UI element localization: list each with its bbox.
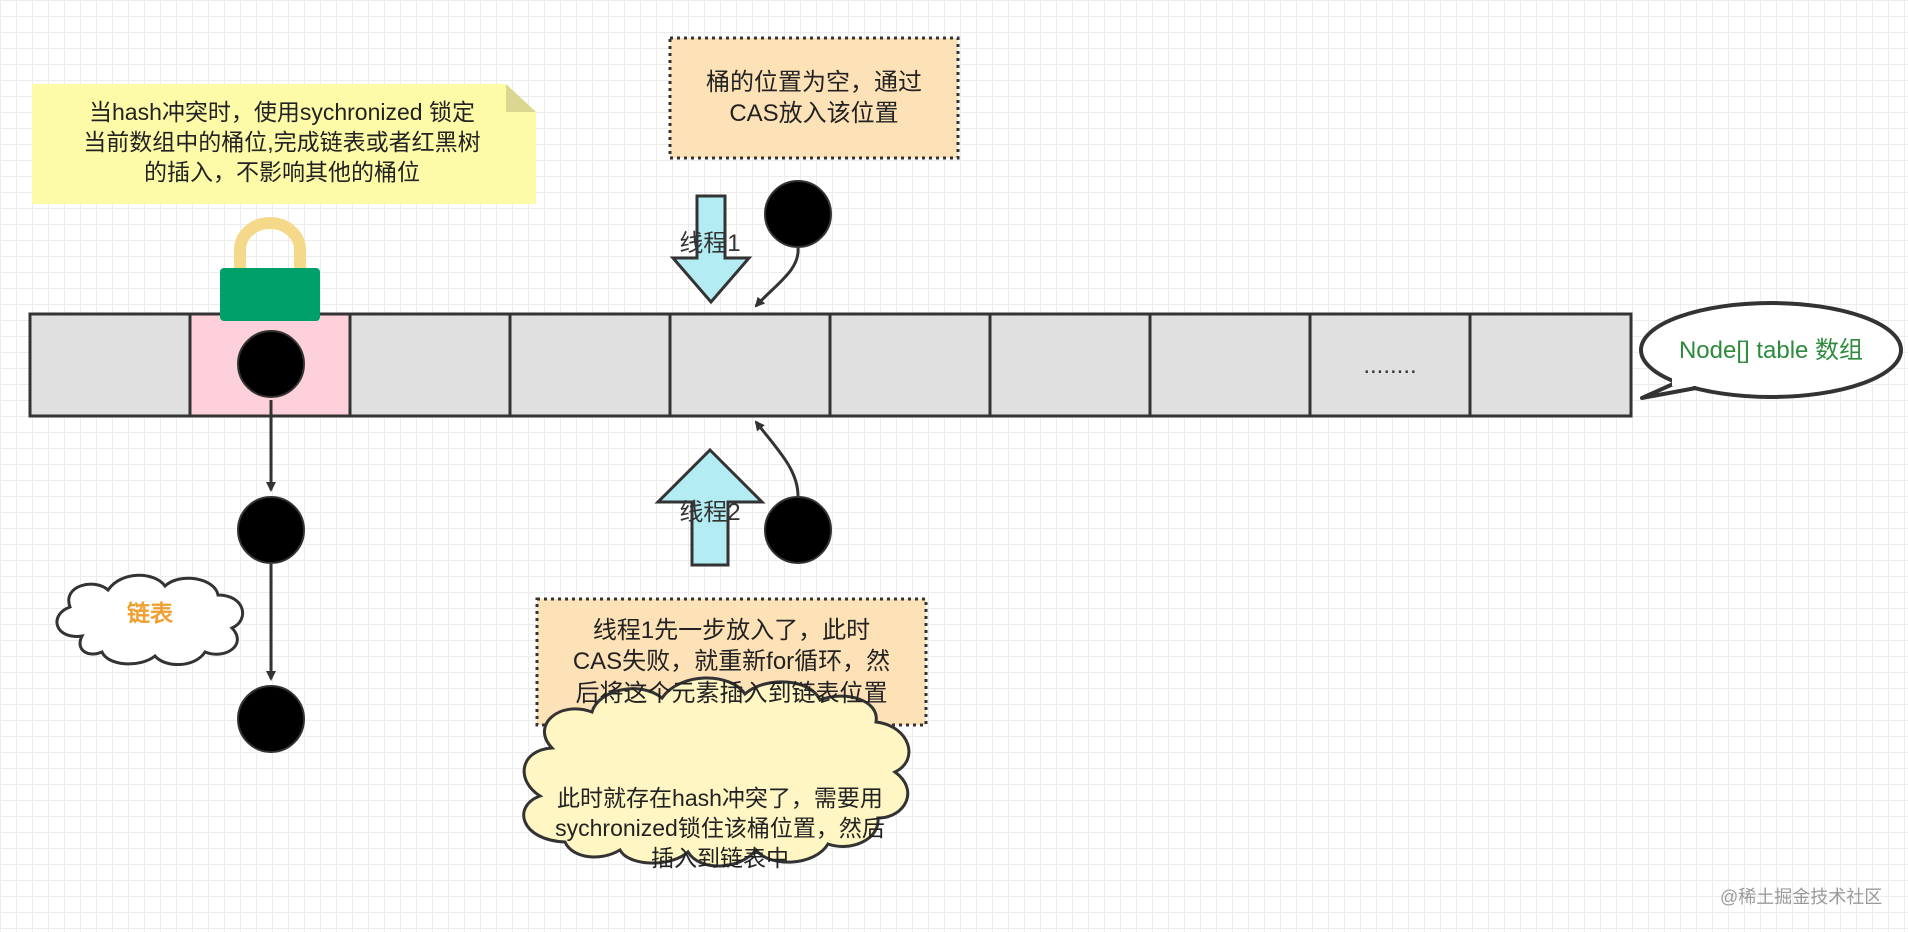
thread2-curve-arrow xyxy=(754,420,800,497)
linked-list-cloud xyxy=(55,573,244,667)
cas-put-note-shape xyxy=(668,36,960,160)
sync-lock-note-shape xyxy=(32,84,536,204)
hash-conflict-note: 此时就存在hash冲突了，需要用 sychronized锁住该桶位置，然后 插入… xyxy=(555,785,885,871)
thread1-label: 线程1 xyxy=(679,230,741,257)
array-cell-ellipsis xyxy=(1308,312,1472,418)
list-node xyxy=(237,685,305,753)
sync-lock-note-fold xyxy=(506,84,536,112)
cas-put-note: 桶的位置为空，通过 CAS放入该位置 xyxy=(706,68,922,127)
cas-fail-note: 线程1先一步放入了，此时 CAS失败，就重新for循环，然 后将这个元素插入到链… xyxy=(572,617,891,707)
node-table-array xyxy=(28,312,1633,418)
thread2-up-arrow xyxy=(654,447,766,567)
node-table-bubble xyxy=(1639,301,1903,399)
hash-conflict-cloud xyxy=(522,676,911,868)
array-cell xyxy=(988,312,1152,418)
array-cell xyxy=(508,312,672,418)
thread2-label: 线程2 xyxy=(679,499,741,526)
list-node xyxy=(237,496,305,564)
array-cell xyxy=(1468,312,1633,418)
sync-lock-note: 当hash冲突时，使用sychronized 锁定 当前数组中的桶位,完成链表或… xyxy=(83,99,481,185)
thread2-node xyxy=(764,496,832,564)
bucket-head-node xyxy=(237,330,305,398)
thread1-node xyxy=(764,180,832,248)
array-cell xyxy=(28,312,192,418)
node-table-label: Node[] table 数组 xyxy=(1678,337,1864,364)
lock-icon xyxy=(220,217,320,321)
array-cell xyxy=(668,312,832,418)
array-cell xyxy=(348,312,512,418)
array-cell xyxy=(828,312,992,418)
linked-list-label: 链表 xyxy=(127,600,173,626)
thread1-curve-arrow xyxy=(754,247,800,308)
array-ellipsis: ........ xyxy=(1363,352,1417,379)
thread1-down-arrow xyxy=(669,194,753,305)
watermark: @稀土掘金技术社区 xyxy=(1720,887,1883,907)
array-cell xyxy=(1148,312,1312,418)
